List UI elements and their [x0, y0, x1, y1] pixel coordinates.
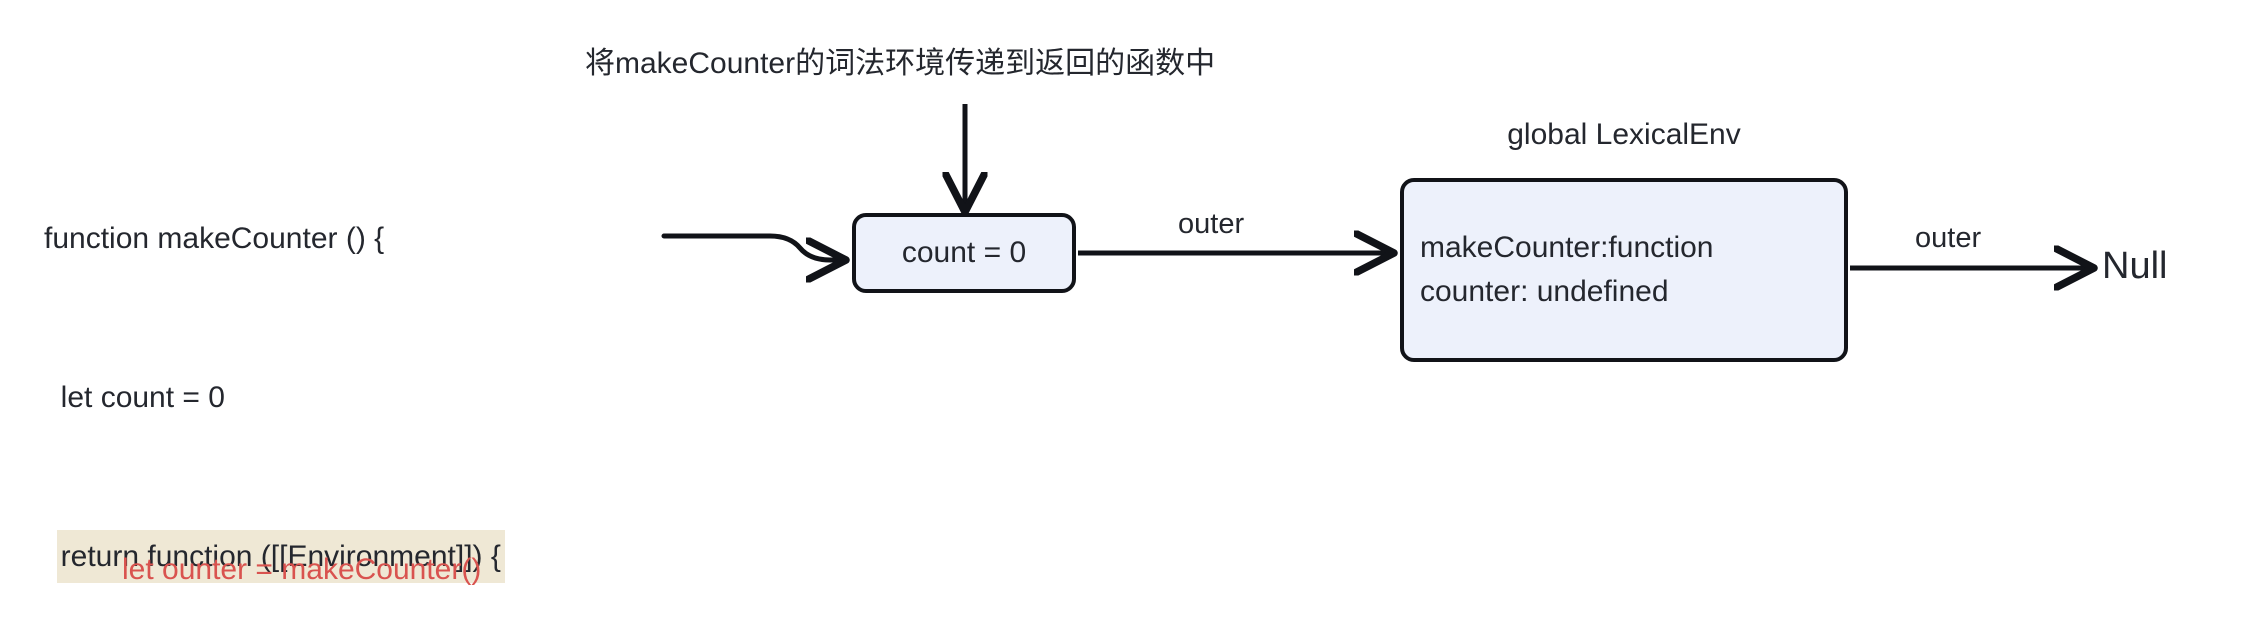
code-line-text: let count = 0: [60, 381, 225, 414]
code-line-highlighted: return function ([[Environment]]) {: [44, 530, 505, 583]
bottom-code-line: let ounter = makeCounter(): [122, 553, 482, 586]
code-line: function makeCounter () {: [44, 212, 505, 265]
global-env-entry: counter: undefined: [1420, 275, 1669, 308]
null-terminal-label: Null: [2102, 245, 2168, 287]
annotation-label: 将makeCounter的词法环境传递到返回的函数中: [585, 47, 1216, 80]
count-env-text: count = 0: [901, 236, 1027, 269]
code-line-text: function makeCounter () {: [44, 222, 385, 255]
outer-edge-label-2: outer: [1915, 222, 1982, 254]
code-line: let count = 0: [44, 371, 505, 424]
outer-edge-label-1: outer: [1178, 208, 1245, 240]
code-to-count-connector: [661, 233, 842, 260]
global-env-entry: makeCounter:function: [1420, 231, 1714, 264]
global-env-title: global LexicalEnv: [1507, 118, 1741, 151]
code-block: function makeCounter () { let count = 0 …: [44, 106, 505, 642]
code-line-text: return function ([[Environment]]) {: [56, 530, 505, 583]
count-env-box: count = 0: [852, 213, 1076, 293]
global-env-box: makeCounter:function counter: undefined: [1400, 178, 1848, 362]
